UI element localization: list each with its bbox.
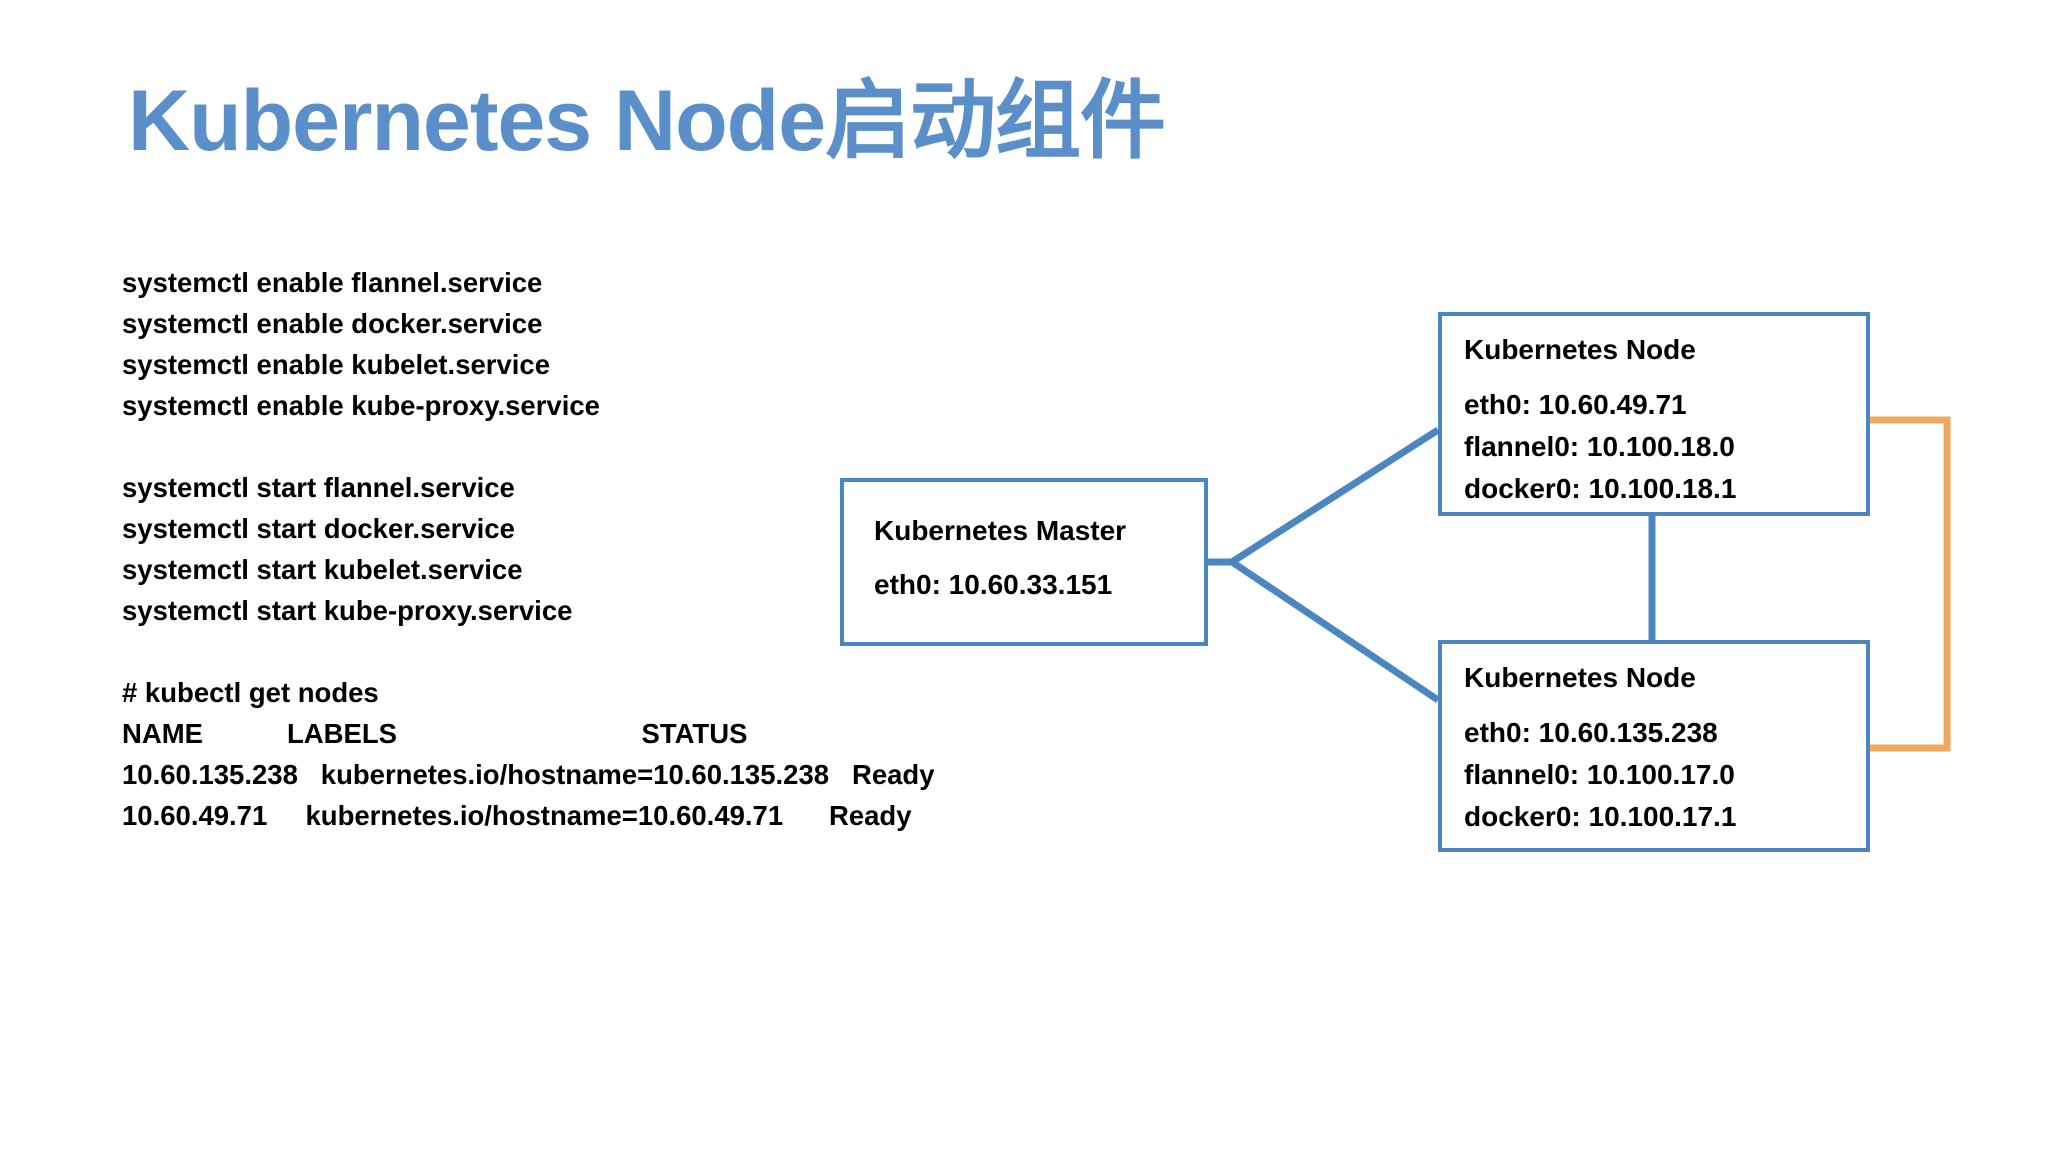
- table-row: 10.60.49.71 kubernetes.io/hostname=10.60…: [122, 800, 912, 831]
- node-bottom-flannel0: flannel0: 10.100.17.0: [1464, 759, 1735, 790]
- command-enable-flannel: systemctl enable flannel.service: [122, 267, 543, 298]
- node-bottom-title: Kubernetes Node: [1464, 662, 1696, 693]
- node-top-title: Kubernetes Node: [1464, 334, 1696, 365]
- node-bottom-eth0: eth0: 10.60.135.238: [1464, 717, 1718, 748]
- kubectl-table-header: NAME LABELS STATUS: [122, 718, 748, 749]
- master-node-box: Kubernetes Master eth0: 10.60.33.151: [840, 478, 1208, 646]
- command-start-kubelet: systemctl start kubelet.service: [122, 554, 523, 585]
- master-eth0: eth0: 10.60.33.151: [874, 569, 1113, 600]
- command-start-flannel: systemctl start flannel.service: [122, 472, 515, 503]
- command-start-docker: systemctl start docker.service: [122, 513, 515, 544]
- command-start-kube-proxy: systemctl start kube-proxy.service: [122, 595, 573, 626]
- node-bottom-docker0: docker0: 10.100.17.1: [1464, 801, 1737, 832]
- node-top-eth0: eth0: 10.60.49.71: [1464, 389, 1687, 420]
- command-enable-docker: systemctl enable docker.service: [122, 308, 543, 339]
- node-bottom-interfaces: eth0: 10.60.135.238 flannel0: 10.100.17.…: [1464, 712, 1736, 838]
- node-top-docker0: docker0: 10.100.18.1: [1464, 473, 1737, 504]
- page-title: Kubernetes Node启动组件: [128, 73, 1166, 169]
- command-enable-kubelet: systemctl enable kubelet.service: [122, 349, 551, 380]
- worker-node-box-top: Kubernetes Node eth0: 10.60.49.71 flanne…: [1438, 312, 1870, 516]
- bracket-node-pair: [1870, 416, 1951, 752]
- worker-node-box-bottom: Kubernetes Node eth0: 10.60.135.238 flan…: [1438, 640, 1870, 852]
- master-title: Kubernetes Master: [874, 515, 1127, 546]
- command-listing: systemctl enable flannel.service systemc…: [122, 262, 1122, 836]
- node-top-flannel0: flannel0: 10.100.18.0: [1464, 431, 1735, 462]
- link-master-to-node-top: [1230, 427, 1440, 565]
- table-row: 10.60.135.238 kubernetes.io/hostname=10.…: [122, 759, 935, 790]
- node-top-interfaces: eth0: 10.60.49.71 flannel0: 10.100.18.0 …: [1464, 384, 1736, 510]
- kubectl-prompt: # kubectl get nodes: [122, 677, 379, 708]
- spacer: [122, 426, 1122, 467]
- command-enable-kube-proxy: systemctl enable kube-proxy.service: [122, 390, 600, 421]
- link-master-to-node-bottom: [1230, 559, 1440, 703]
